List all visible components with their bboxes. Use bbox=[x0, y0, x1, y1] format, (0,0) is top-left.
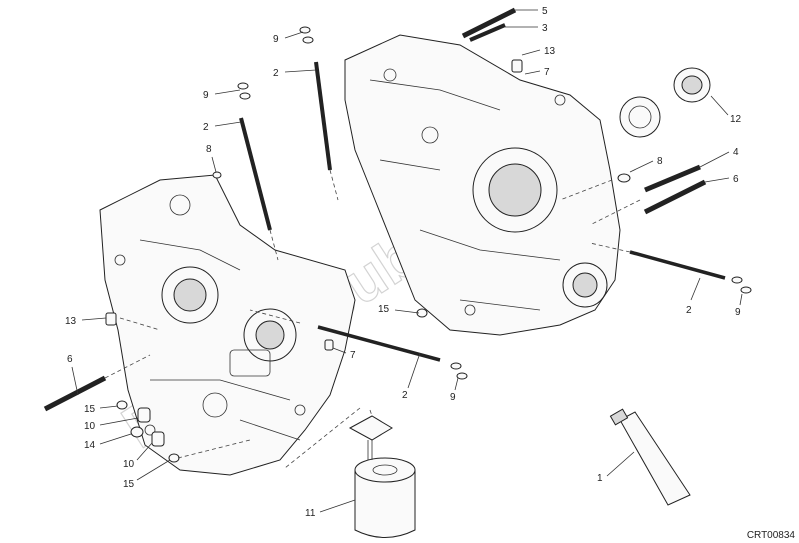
callout-1: 1 bbox=[597, 473, 603, 484]
callout-2: 2 bbox=[203, 122, 209, 133]
oil-filter bbox=[348, 415, 416, 538]
callout-15: 15 bbox=[84, 404, 96, 415]
callout-2: 2 bbox=[402, 390, 408, 401]
callout-13: 13 bbox=[65, 316, 77, 327]
leader-lines bbox=[71, 9, 743, 513]
callout-11: 11 bbox=[305, 508, 316, 519]
callout-7: 7 bbox=[350, 350, 356, 361]
callout-2: 2 bbox=[686, 305, 692, 316]
callout-3: 3 bbox=[542, 23, 548, 34]
callout-9: 9 bbox=[735, 307, 741, 318]
callout-12: 12 bbox=[730, 114, 742, 125]
callout-labels: 5 3 9 2 13 7 9 2 12 8 8 4 6 2 9 13 15 7 … bbox=[65, 6, 742, 519]
callout-6: 6 bbox=[67, 354, 73, 365]
callout-15: 15 bbox=[123, 479, 135, 490]
drawing-code: CRT00834 bbox=[747, 530, 796, 541]
callout-9: 9 bbox=[450, 392, 456, 403]
callout-5: 5 bbox=[542, 6, 548, 17]
callout-4: 4 bbox=[733, 147, 739, 158]
callout-9: 9 bbox=[273, 34, 279, 45]
callout-7: 7 bbox=[544, 67, 550, 78]
left-crankcase-half bbox=[99, 174, 356, 476]
callout-14: 14 bbox=[84, 440, 96, 451]
callout-8: 8 bbox=[206, 144, 212, 155]
right-crankcase-half bbox=[344, 34, 661, 336]
callout-2: 2 bbox=[273, 68, 279, 79]
callout-13: 13 bbox=[544, 46, 556, 57]
callout-6: 6 bbox=[733, 174, 739, 185]
sealant-tube bbox=[609, 408, 691, 506]
callout-10: 10 bbox=[84, 421, 96, 432]
callout-15: 15 bbox=[378, 304, 390, 315]
assembly-lines bbox=[104, 169, 641, 469]
callout-9: 9 bbox=[203, 90, 209, 101]
callout-8: 8 bbox=[657, 156, 663, 167]
callout-10: 10 bbox=[123, 459, 135, 470]
